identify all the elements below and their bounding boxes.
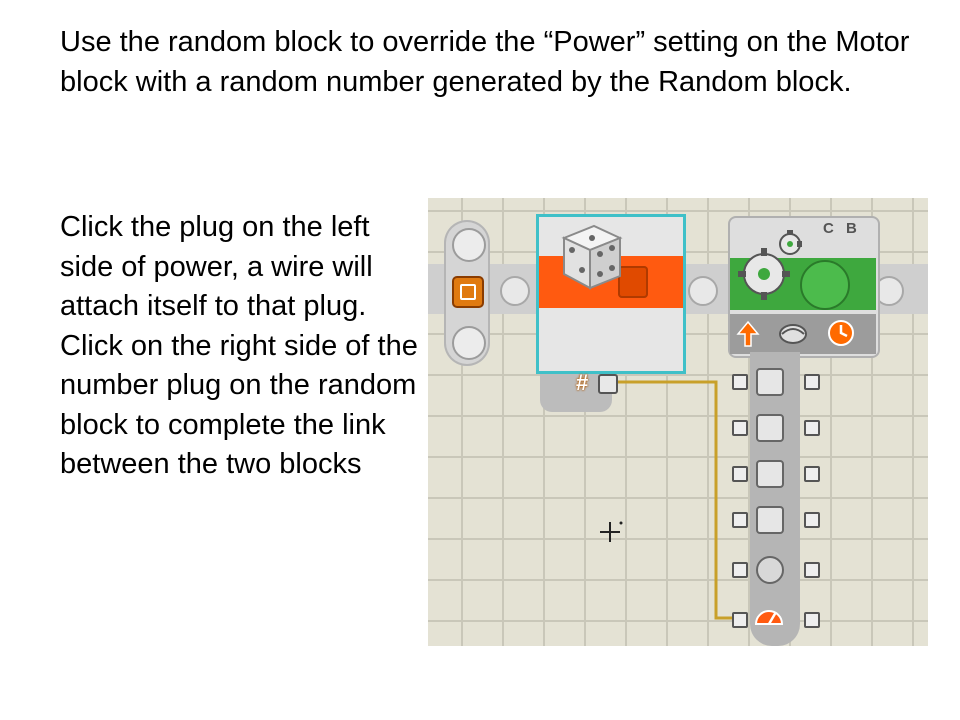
port-other-icon [756, 460, 784, 488]
start-sequence-icon[interactable] [452, 276, 484, 308]
port-left-icon [756, 368, 784, 396]
hub-left-plug[interactable] [732, 562, 748, 578]
power-left-plug[interactable] [732, 612, 748, 628]
hub-left-plug[interactable] [732, 466, 748, 482]
power-right-plug[interactable] [804, 612, 820, 628]
start-node-circle-bottom [452, 326, 486, 360]
hub-right-plug[interactable] [804, 466, 820, 482]
steering-wheel-icon [756, 556, 784, 584]
hub-left-plug[interactable] [732, 420, 748, 436]
data-wire [618, 380, 732, 620]
gears-icon [738, 230, 802, 300]
random-number-output-symbol: # [576, 370, 589, 395]
hub-left-plug[interactable] [732, 374, 748, 390]
motor-ports-label: C B [823, 220, 861, 237]
hub-right-plug[interactable] [804, 512, 820, 528]
motor-output-circle [800, 260, 850, 310]
random-number-output-plug[interactable] [598, 374, 618, 394]
timer-icon [828, 320, 854, 346]
crosshair-cursor-icon [600, 521, 623, 542]
instruction-text: Click the plug on the left side of power… [60, 211, 418, 480]
motor-data-hub[interactable] [750, 352, 800, 646]
port-right-icon [756, 414, 784, 442]
hub-right-plug[interactable] [804, 374, 820, 390]
dice-icon [561, 224, 623, 290]
start-node-circle-top [452, 228, 486, 262]
beam-connector [500, 276, 530, 306]
hub-right-plug[interactable] [804, 562, 820, 578]
random-block-plug-icon [618, 266, 648, 298]
steering-icon [779, 324, 807, 344]
direction-icon [756, 506, 784, 534]
intro-text: Use the random block to override the “Po… [60, 26, 910, 98]
beam-connector [688, 276, 718, 306]
hub-right-plug[interactable] [804, 420, 820, 436]
programming-canvas[interactable]: # C B [428, 198, 928, 646]
hub-left-plug[interactable] [732, 512, 748, 528]
arrow-up-icon [736, 320, 760, 347]
speedometer-icon [754, 610, 784, 625]
